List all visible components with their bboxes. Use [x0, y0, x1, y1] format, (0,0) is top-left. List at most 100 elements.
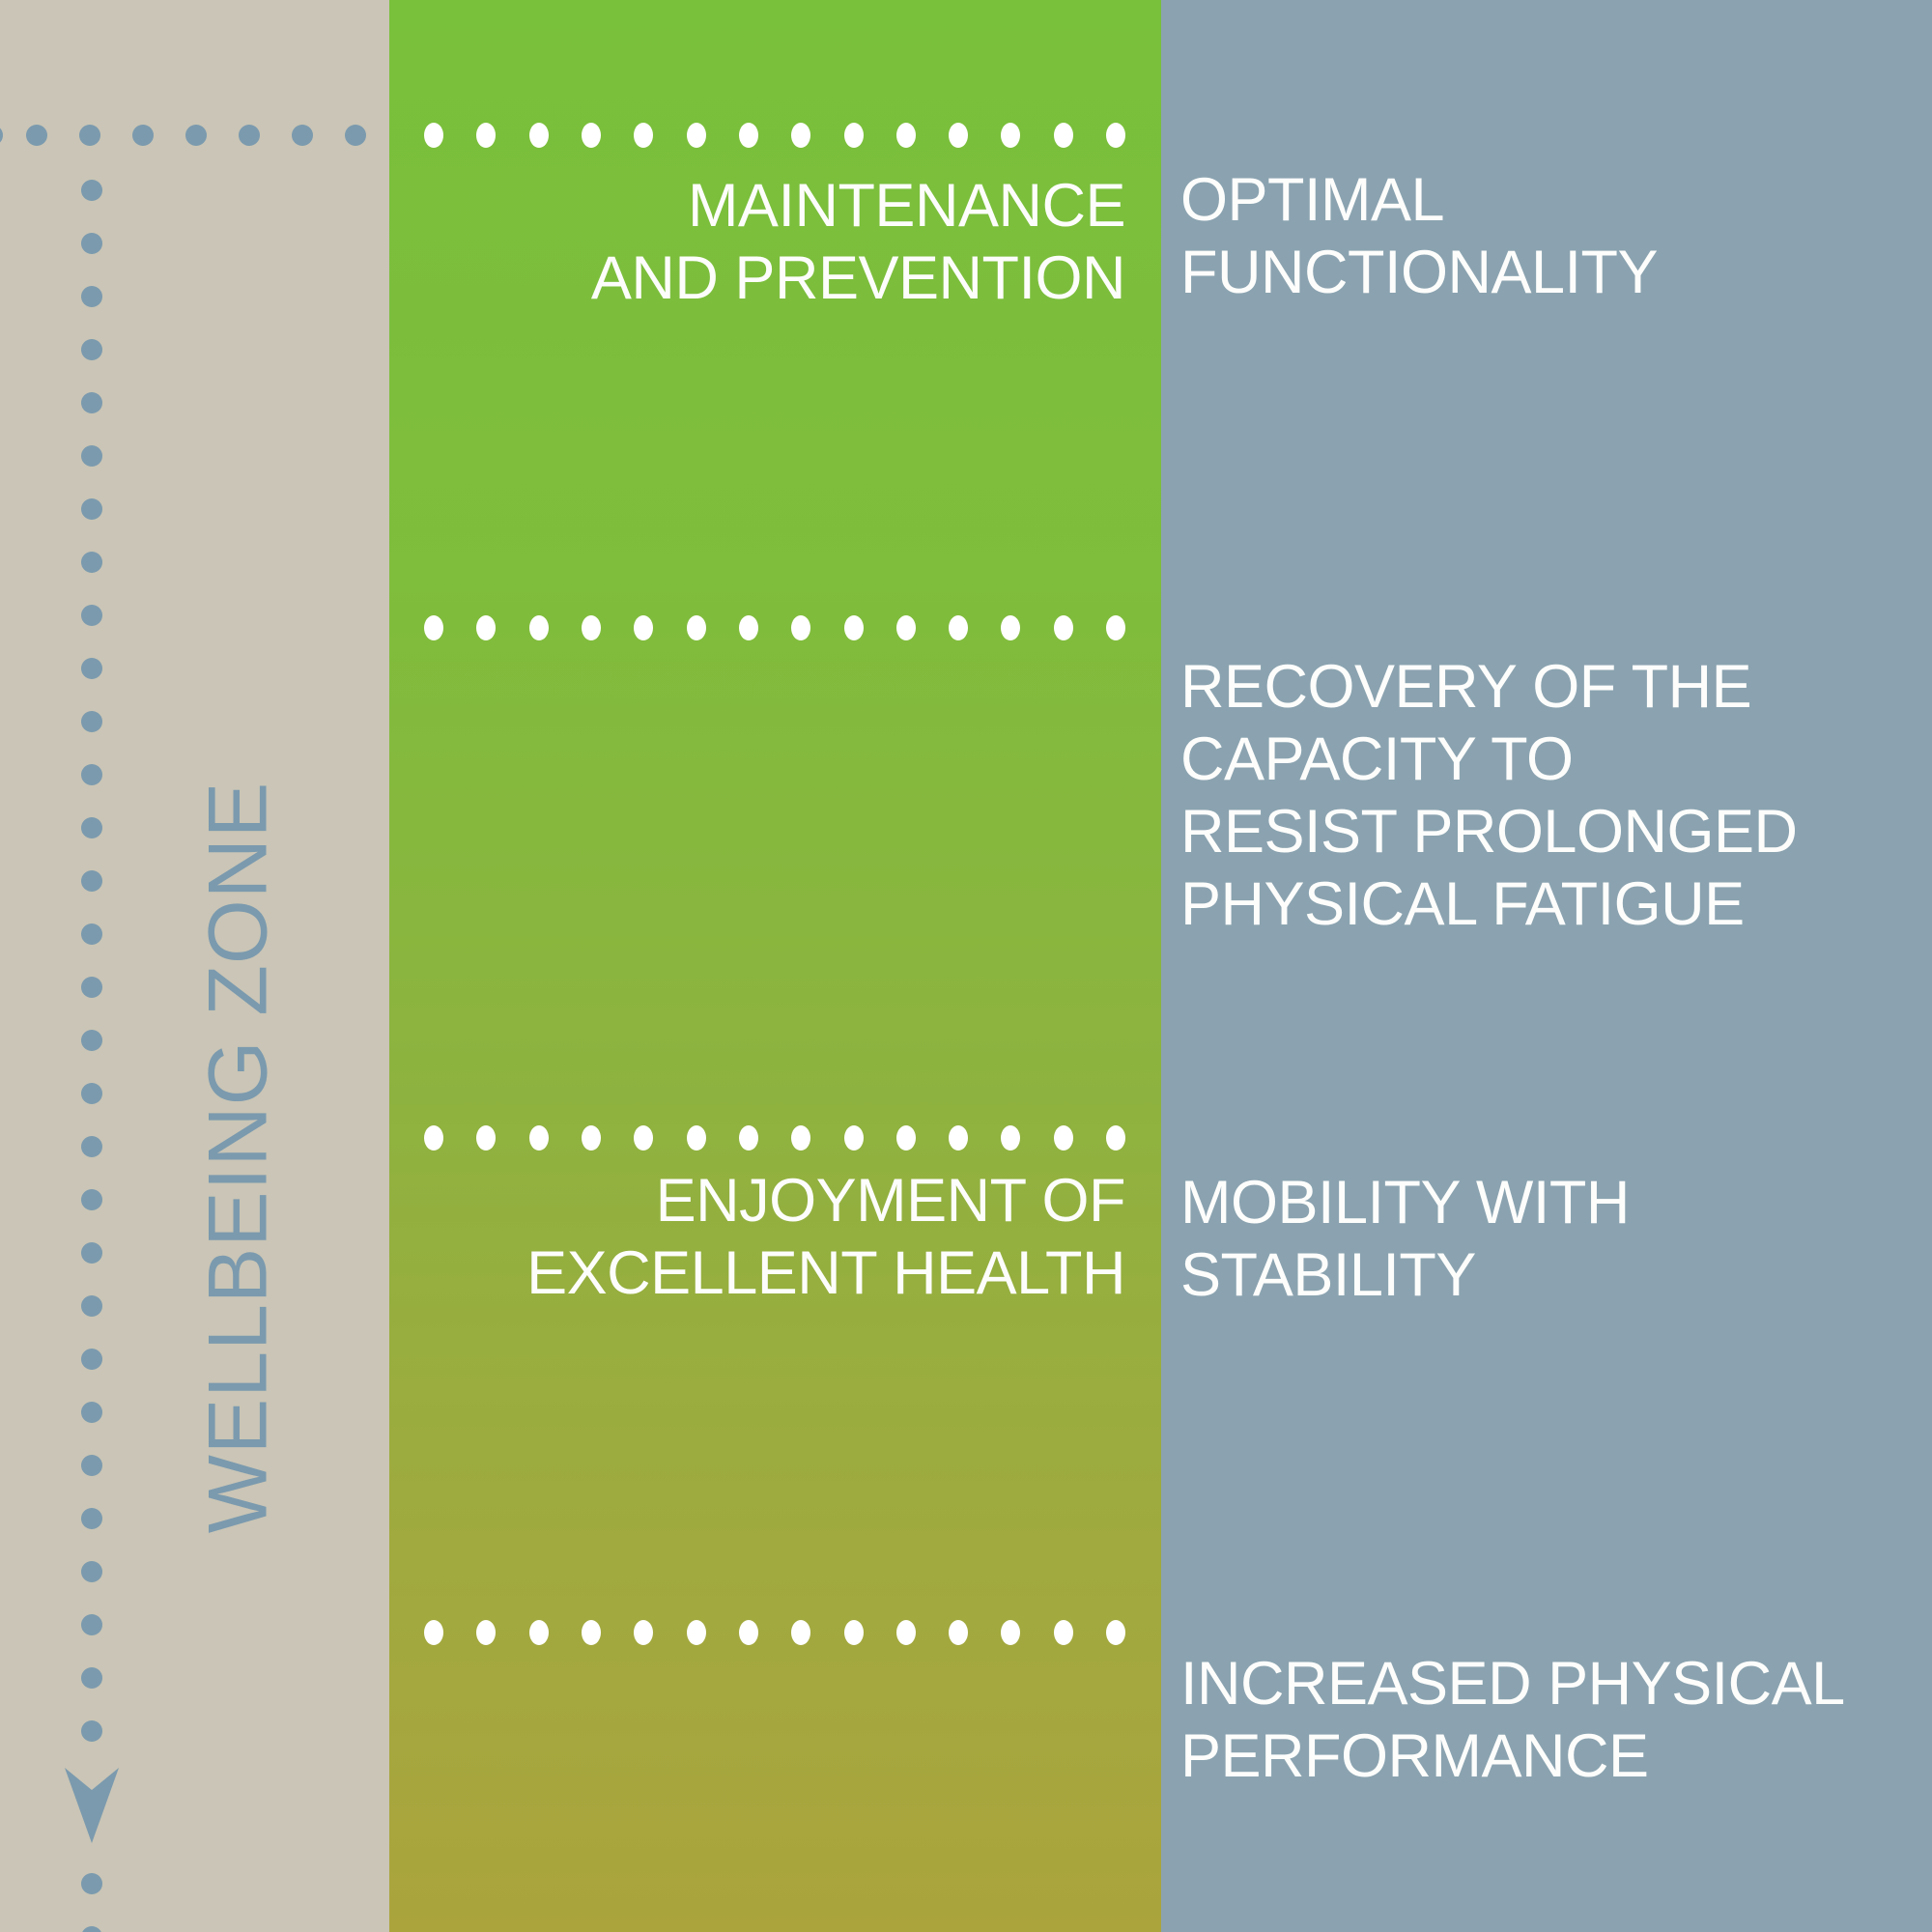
dot — [738, 1125, 758, 1151]
dot — [686, 1125, 706, 1151]
dot — [81, 1349, 102, 1370]
dot — [949, 1620, 969, 1645]
wellbeing-zone-label: WELLBEING ZONE — [191, 781, 285, 1534]
wellbeing-dotted-line-tail — [81, 1873, 102, 1932]
dot — [1001, 615, 1021, 640]
dot — [843, 615, 864, 640]
dot — [895, 615, 916, 640]
dot — [791, 1620, 811, 1645]
dot — [81, 1242, 102, 1264]
dot — [582, 123, 602, 148]
dot — [1106, 1620, 1125, 1645]
down-arrow-icon — [65, 1768, 119, 1843]
dot — [738, 1620, 758, 1645]
mobility-stability-label: MOBILITY WITH STABILITY — [1180, 1169, 1630, 1309]
dot — [81, 923, 102, 945]
dot — [81, 1667, 102, 1689]
dot — [424, 1125, 444, 1151]
dot — [81, 1614, 102, 1635]
optimal-functionality-label: OPTIMAL FUNCTIONALITY — [1180, 166, 1659, 306]
dot — [949, 1125, 969, 1151]
dot — [528, 615, 549, 640]
wellbeing-dotted-line — [81, 180, 102, 1742]
dot — [345, 125, 366, 146]
benefits-column: OPTIMAL FUNCTIONALITY RECOVERY OF THE CA… — [1161, 0, 1932, 1932]
dot — [81, 1873, 102, 1894]
dot — [895, 1125, 916, 1151]
dot — [634, 123, 654, 148]
dot — [738, 123, 758, 148]
dot — [81, 605, 102, 626]
dot — [843, 1125, 864, 1151]
dot — [424, 1620, 444, 1645]
dot — [81, 445, 102, 467]
dot — [239, 125, 260, 146]
enjoyment-health-label: ENJOYMENT OF EXCELLENT HEALTH — [526, 1167, 1125, 1307]
recovery-capacity-label: RECOVERY OF THE CAPACITY TO RESIST PROLO… — [1180, 653, 1798, 938]
increased-performance-label: INCREASED PHYSICAL PERFORMANCE — [1180, 1650, 1845, 1790]
dot — [81, 764, 102, 785]
dot — [686, 1620, 706, 1645]
dot — [634, 615, 654, 640]
dot — [949, 615, 969, 640]
dot — [528, 123, 549, 148]
dot — [81, 392, 102, 413]
dot — [81, 977, 102, 998]
dot — [81, 233, 102, 254]
dot — [895, 1620, 916, 1645]
dot — [1001, 1620, 1021, 1645]
dot — [634, 1620, 654, 1645]
dotted-divider-1 — [424, 123, 1125, 148]
green-gradient-column: MAINTENANCE AND PREVENTION ENJOYMENT OF … — [389, 0, 1161, 1932]
dot — [791, 1125, 811, 1151]
dot — [1053, 123, 1073, 148]
dot — [81, 1455, 102, 1476]
dotted-divider-4 — [424, 1620, 1125, 1645]
dot — [81, 1083, 102, 1104]
dot — [582, 1125, 602, 1151]
dot — [81, 1561, 102, 1582]
dot — [1053, 615, 1073, 640]
dot — [81, 1402, 102, 1423]
dot — [476, 1125, 497, 1151]
dot — [81, 711, 102, 732]
dot — [843, 123, 864, 148]
dot — [686, 123, 706, 148]
dot — [81, 1189, 102, 1210]
dot — [81, 1136, 102, 1157]
dot — [81, 870, 102, 892]
horizontal-dotted-line — [26, 125, 366, 146]
dot — [424, 615, 444, 640]
dot — [81, 498, 102, 520]
dot — [1106, 615, 1125, 640]
dot — [1001, 123, 1021, 148]
dot — [79, 125, 100, 146]
dot — [424, 123, 444, 148]
dot — [81, 552, 102, 573]
dot — [476, 615, 497, 640]
dot — [634, 1125, 654, 1151]
dot — [81, 1295, 102, 1317]
dot — [791, 123, 811, 148]
dot — [476, 1620, 497, 1645]
dot — [81, 286, 102, 307]
dotted-divider-2 — [424, 615, 1125, 640]
dotted-divider-3 — [424, 1125, 1125, 1151]
dot — [26, 125, 47, 146]
wellbeing-column: WELLBEING ZONE — [0, 0, 389, 1932]
dot — [582, 1620, 602, 1645]
dot — [0, 125, 3, 146]
dot — [81, 658, 102, 679]
dot — [81, 1720, 102, 1742]
dot — [81, 1926, 102, 1932]
dot — [1053, 1620, 1073, 1645]
dot — [1001, 1125, 1021, 1151]
dot — [132, 125, 154, 146]
dot — [81, 339, 102, 360]
dot — [791, 615, 811, 640]
dot — [949, 123, 969, 148]
dot — [81, 1030, 102, 1051]
dot — [528, 1125, 549, 1151]
dot — [81, 817, 102, 838]
